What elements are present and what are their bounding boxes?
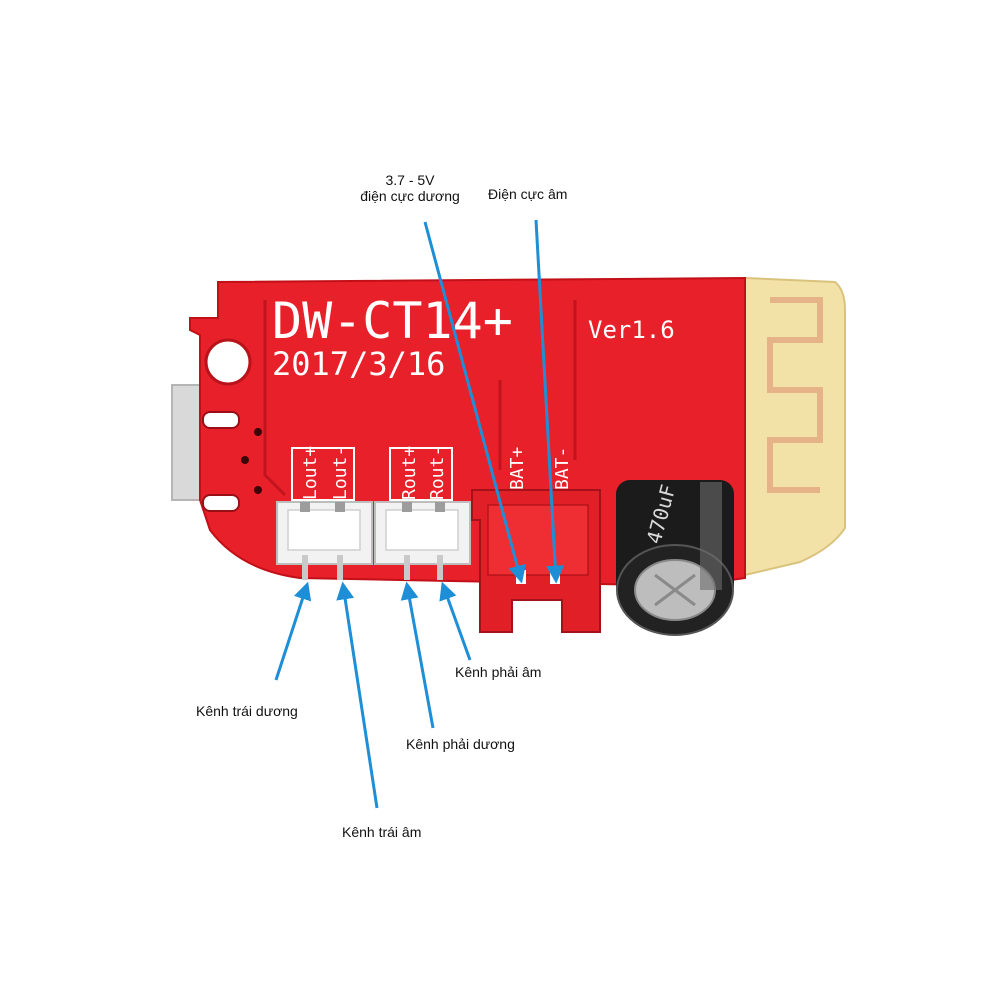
arrow-left-negative — [336, 581, 379, 809]
label-negative-electrode: Điện cực âm — [488, 186, 568, 202]
annotation-arrows — [274, 219, 565, 809]
label-right-negative: Kênh phải âm — [455, 664, 542, 680]
label-left-positive: Kênh trái dương — [196, 703, 298, 719]
label-positive-voltage: 3.7 - 5V điện cực dương — [350, 172, 470, 204]
pin-label-rout-plus: Rout+ — [399, 446, 420, 500]
mounting-hole — [204, 338, 252, 386]
label-left-negative: Kênh trái âm — [342, 824, 422, 840]
label-positive-voltage-line2: điện cực dương — [360, 188, 460, 204]
pin-label-bat-plus: BAT+ — [507, 446, 528, 490]
arrow-negative-electrode — [534, 219, 565, 584]
label-positive-voltage-line1: 3.7 - 5V — [385, 172, 435, 188]
pin-label-bat-minus: BAT- — [552, 447, 573, 490]
board-date-label: 2017/3/16 — [272, 345, 445, 383]
label-right-positive: Kênh phải dương — [406, 736, 515, 752]
connector-battery — [471, 489, 601, 633]
board-model-label: DW-CT14+ — [272, 292, 513, 350]
pin-label-lout-minus: Lout- — [330, 446, 351, 500]
arrow-left-positive — [274, 581, 312, 681]
connector-left-channel — [276, 501, 373, 580]
arrow-positive-electrode — [423, 221, 526, 584]
pad-top — [202, 411, 240, 429]
board-version-label: Ver1.6 — [588, 316, 675, 344]
arrow-right-negative — [439, 581, 472, 661]
pin-label-rout-minus: Rout- — [427, 446, 448, 500]
connector-right-channel — [374, 501, 471, 580]
capacitor: 470uF — [616, 480, 734, 636]
pad-bottom — [202, 494, 240, 512]
antenna-module — [744, 276, 846, 577]
pin-label-lout-plus: Lout+ — [300, 446, 321, 500]
arrow-right-positive — [400, 581, 435, 729]
side-connector — [171, 384, 203, 501]
